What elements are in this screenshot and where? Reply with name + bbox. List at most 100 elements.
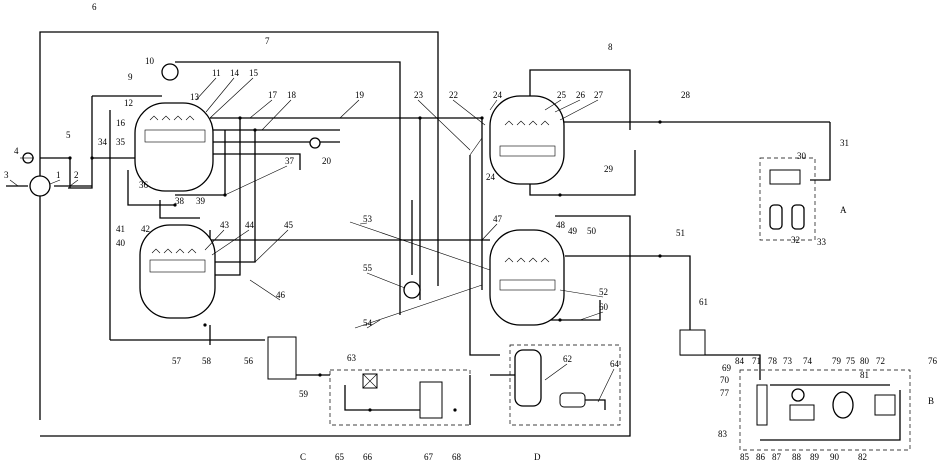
label-33: 33 xyxy=(817,237,827,247)
label-86: 86 xyxy=(756,452,766,462)
group-B xyxy=(739,369,911,451)
label-68: 68 xyxy=(452,452,462,462)
label-69: 69 xyxy=(722,363,732,373)
group-D xyxy=(509,344,621,426)
label-43: 43 xyxy=(220,220,230,230)
label-30: 30 xyxy=(797,151,807,161)
compressor xyxy=(20,152,51,197)
box-56 xyxy=(267,336,297,380)
label-62: 62 xyxy=(563,354,572,364)
label-16: 16 xyxy=(116,118,126,128)
label-7: 7 xyxy=(265,36,270,46)
label-A: A xyxy=(840,205,847,215)
label-81: 81 xyxy=(860,370,869,380)
label-88: 88 xyxy=(792,452,802,462)
label-19: 19 xyxy=(355,90,365,100)
label-1: 1 xyxy=(56,170,61,180)
label-79: 79 xyxy=(832,356,842,366)
label-17: 17 xyxy=(268,90,278,100)
label-52: 52 xyxy=(599,287,608,297)
label-64: 64 xyxy=(610,359,620,369)
label-51: 51 xyxy=(676,228,685,238)
label-54: 54 xyxy=(363,318,373,328)
label-74: 74 xyxy=(803,356,813,366)
label-84: 84 xyxy=(735,356,745,366)
label-78: 78 xyxy=(768,356,778,366)
label-35: 35 xyxy=(116,137,126,147)
label-40: 40 xyxy=(116,238,126,248)
diagonal-lines xyxy=(349,137,491,329)
label-61: 61 xyxy=(699,297,708,307)
label-47: 47 xyxy=(493,214,503,224)
label-44: 44 xyxy=(245,220,255,230)
vessel-lower-left xyxy=(139,224,216,319)
label-90: 90 xyxy=(830,452,840,462)
label-50: 50 xyxy=(587,226,597,236)
label-34: 34 xyxy=(98,137,108,147)
label-38: 38 xyxy=(175,196,185,206)
label-4: 4 xyxy=(14,146,19,156)
label-8: 8 xyxy=(608,42,613,52)
label-D: D xyxy=(534,452,541,462)
label-20: 20 xyxy=(322,156,332,166)
label-C: C xyxy=(300,452,306,462)
label-58: 58 xyxy=(202,356,212,366)
label-25: 25 xyxy=(557,90,567,100)
label-42: 42 xyxy=(141,224,150,234)
label-3: 3 xyxy=(4,170,9,180)
label-10: 10 xyxy=(145,56,155,66)
label-65: 65 xyxy=(335,452,345,462)
label-24-top: 24 xyxy=(493,90,503,100)
label-6: 6 xyxy=(92,2,97,12)
label-63: 63 xyxy=(347,353,357,363)
label-57: 57 xyxy=(172,356,182,366)
piping-lines xyxy=(6,31,901,441)
label-55: 55 xyxy=(363,263,373,273)
label-23: 23 xyxy=(414,90,424,100)
label-77: 77 xyxy=(720,388,730,398)
pump-10 xyxy=(161,63,179,81)
label-59: 59 xyxy=(299,389,309,399)
label-18: 18 xyxy=(287,90,297,100)
label-75: 75 xyxy=(846,356,856,366)
group-A xyxy=(759,157,816,241)
vessel-upper-right xyxy=(489,95,565,185)
label-28: 28 xyxy=(681,90,691,100)
label-89: 89 xyxy=(810,452,820,462)
group-C xyxy=(329,369,471,426)
vessel-upper-left xyxy=(134,102,214,192)
label-53: 53 xyxy=(363,214,373,224)
label-83: 83 xyxy=(718,429,728,439)
junction-dots xyxy=(68,116,662,412)
label-49: 49 xyxy=(568,226,578,236)
label-72: 72 xyxy=(876,356,885,366)
label-37: 37 xyxy=(285,156,295,166)
box-61 xyxy=(679,329,706,356)
label-31: 31 xyxy=(840,138,849,148)
vessel-lower-right xyxy=(489,229,565,326)
label-73: 73 xyxy=(783,356,793,366)
label-82: 82 xyxy=(858,452,867,462)
leader-lines xyxy=(9,77,615,403)
valve-20 xyxy=(309,137,321,149)
label-22: 22 xyxy=(449,90,458,100)
label-B: B xyxy=(928,396,934,406)
label-70: 70 xyxy=(720,375,730,385)
label-9: 9 xyxy=(128,72,133,82)
label-67: 67 xyxy=(424,452,434,462)
label-27: 27 xyxy=(594,90,604,100)
label-71: 71 xyxy=(752,356,761,366)
label-29: 29 xyxy=(604,164,614,174)
label-66: 66 xyxy=(363,452,373,462)
pump-55 xyxy=(403,281,421,299)
label-13: 13 xyxy=(190,92,200,102)
label-56: 56 xyxy=(244,356,254,366)
label-80: 80 xyxy=(860,356,870,366)
label-87: 87 xyxy=(772,452,782,462)
label-76: 76 xyxy=(928,356,938,366)
label-85: 85 xyxy=(740,452,750,462)
label-14: 14 xyxy=(230,68,240,78)
label-12: 12 xyxy=(124,98,133,108)
label-41: 41 xyxy=(116,224,125,234)
